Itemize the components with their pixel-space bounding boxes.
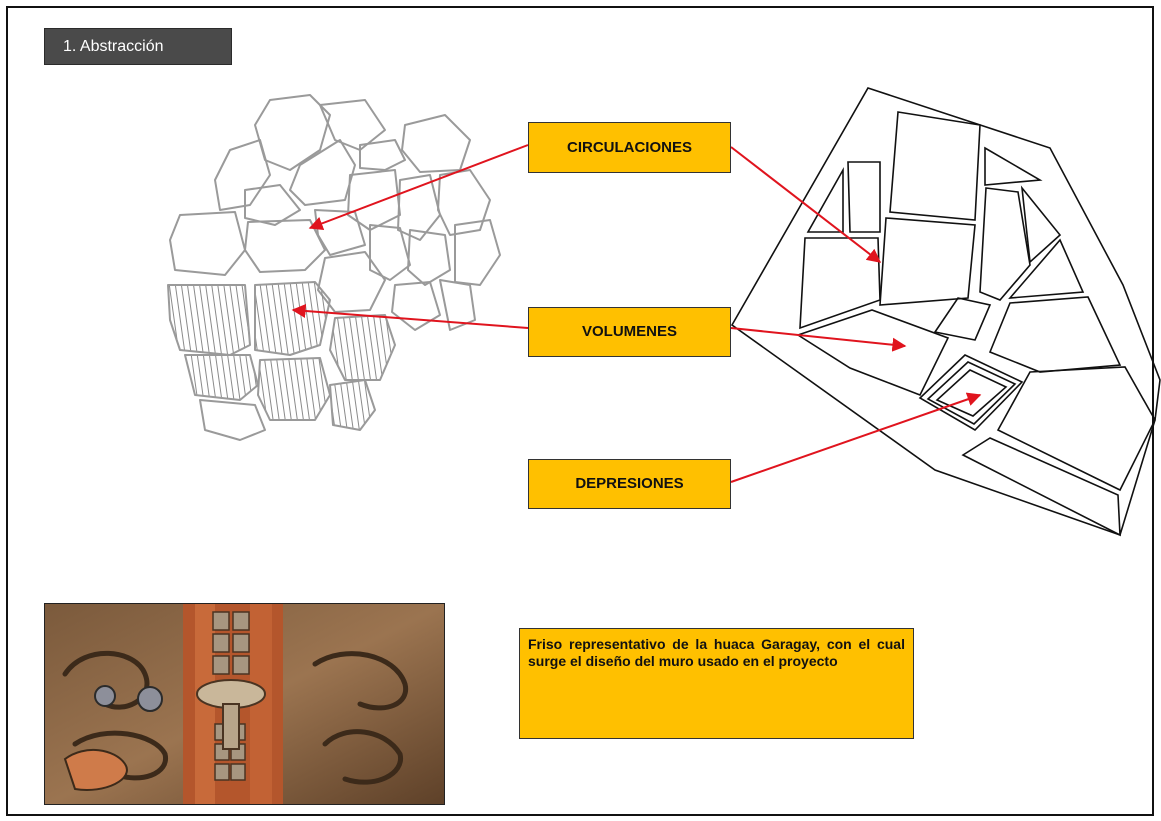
arrow-volumenes-sketch: [291, 303, 529, 329]
arrow-volumenes-plan: [730, 327, 907, 352]
stone-sketch: [167, 94, 501, 441]
slide-frame: [6, 6, 1154, 816]
arrow-depresiones-plan: [730, 392, 982, 483]
callout-arrows: [291, 144, 982, 483]
label-circulaciones: CIRCULACIONES: [528, 122, 731, 173]
frieze-caption: Friso representativo de la huaca Garagay…: [519, 628, 914, 739]
arrow-circulaciones-plan: [730, 146, 882, 263]
arrow-circulaciones-sketch: [308, 144, 529, 231]
site-plan: [730, 87, 1161, 537]
label-depresiones: DEPRESIONES: [528, 459, 731, 509]
section-title: 1. Abstracción: [44, 28, 232, 65]
label-volumenes: VOLUMENES: [528, 307, 731, 357]
frieze-photo: [44, 603, 445, 805]
